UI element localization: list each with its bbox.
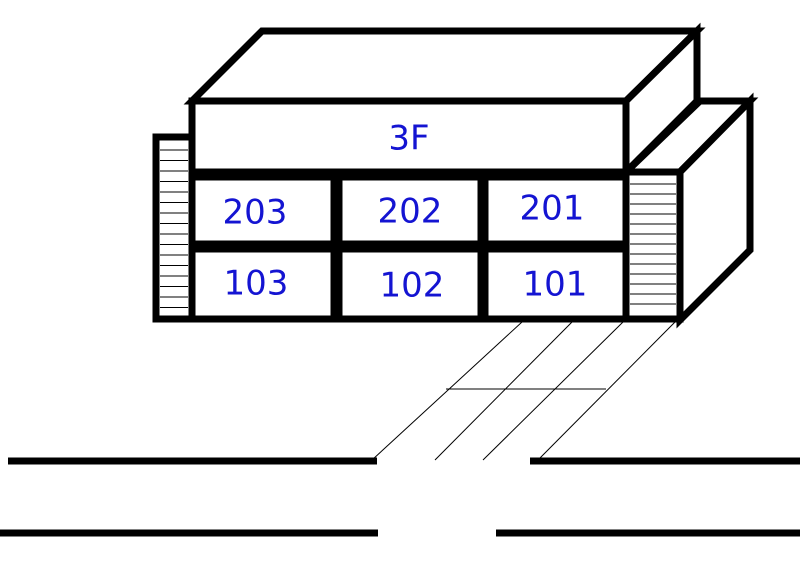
room-102-box xyxy=(335,245,485,323)
right-staircase-steps xyxy=(630,183,676,305)
parking-line-4 xyxy=(537,321,676,461)
parking-line-2 xyxy=(434,321,573,461)
left-staircase-frame xyxy=(152,133,196,323)
left-staircase-steps xyxy=(160,149,188,308)
room-201-box xyxy=(481,173,630,248)
room-103-box xyxy=(188,245,338,323)
room-203-label: 203 xyxy=(223,193,288,233)
room-203-box xyxy=(188,173,338,248)
room-103-label: 103 xyxy=(224,264,289,304)
left-staircase xyxy=(152,133,196,323)
room-101-box xyxy=(481,245,630,323)
floor-2 xyxy=(188,173,630,248)
room-101-label: 101 xyxy=(523,265,588,305)
room-201-label: 201 xyxy=(520,189,585,229)
building-roof xyxy=(183,22,706,181)
parking-line-1 xyxy=(371,321,523,461)
room-202-label: 202 xyxy=(378,192,443,232)
parking-line-3 xyxy=(482,321,624,461)
floor-1 xyxy=(188,245,630,323)
room-102-label: 102 xyxy=(380,266,445,306)
roof-top xyxy=(183,27,706,105)
parking-lines xyxy=(371,321,676,461)
room-202-box xyxy=(335,173,485,248)
road xyxy=(0,457,800,537)
right-staircase xyxy=(622,168,684,323)
floor-3f-label: 3F xyxy=(388,119,429,159)
